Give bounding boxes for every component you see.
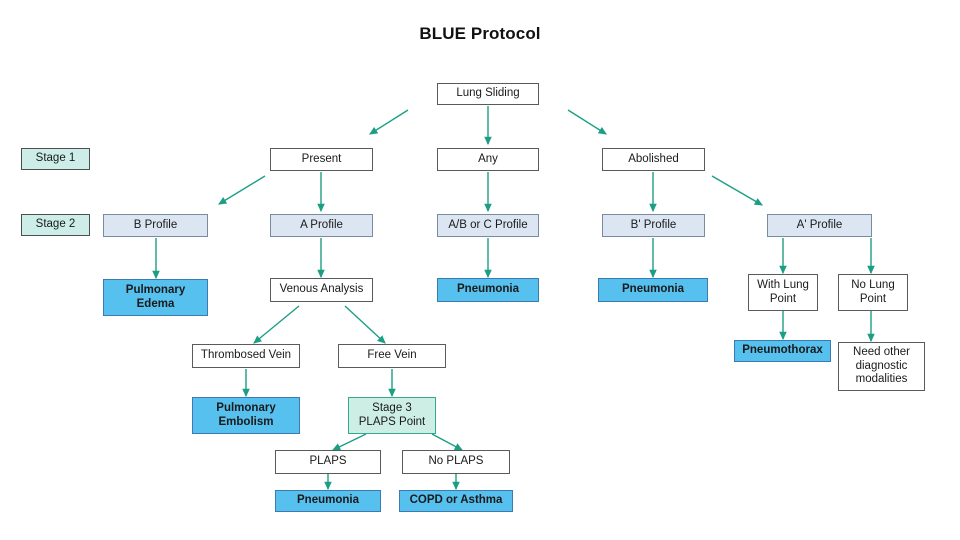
node-thrombosed-vein[interactable]: Thrombosed Vein — [192, 344, 300, 368]
stage-label-2: Stage 2 — [21, 214, 90, 236]
node-a-profile[interactable]: A Profile — [270, 214, 373, 237]
node-need-other-modalities[interactable]: Need other diagnostic modalities — [838, 342, 925, 391]
node-free-vein[interactable]: Free Vein — [338, 344, 446, 368]
edge-venousanalysis-freevein — [344, 305, 386, 344]
edge-present-bprofile — [218, 175, 266, 205]
node-pneumonia-plaps[interactable]: Pneumonia — [275, 490, 381, 512]
node-pneumonia-b-prime[interactable]: Pneumonia — [598, 278, 708, 302]
stage-label-1: Stage 1 — [21, 148, 90, 170]
node-copd-or-asthma[interactable]: COPD or Asthma — [399, 490, 513, 512]
node-stage-3-plaps-point[interactable]: Stage 3 PLAPS Point — [348, 397, 436, 434]
node-no-lung-point[interactable]: No Lung Point — [838, 274, 908, 311]
edge-abolished-aprime — [711, 175, 763, 206]
node-lung-sliding[interactable]: Lung Sliding — [437, 83, 539, 105]
edge-lungsliding-abolished — [567, 109, 607, 135]
edge-lungsliding-present — [369, 109, 409, 135]
edge-stage3-plaps — [331, 433, 367, 451]
node-pneumothorax[interactable]: Pneumothorax — [734, 340, 831, 362]
node-ab-or-c-profile[interactable]: A/B or C Profile — [437, 214, 539, 237]
page-title: BLUE Protocol — [419, 24, 541, 43]
node-with-lung-point[interactable]: With Lung Point — [748, 274, 818, 311]
node-any[interactable]: Any — [437, 148, 539, 171]
edge-stage3-noplaps — [431, 433, 463, 451]
node-b-profile[interactable]: B Profile — [103, 214, 208, 237]
node-pulmonary-embolism[interactable]: Pulmonary Embolism — [192, 397, 300, 434]
node-b-prime-profile[interactable]: B' Profile — [602, 214, 705, 237]
edge-venousanalysis-thrombosedvein — [253, 305, 300, 344]
node-venous-analysis[interactable]: Venous Analysis — [270, 278, 373, 302]
node-abolished[interactable]: Abolished — [602, 148, 705, 171]
node-no-plaps[interactable]: No PLAPS — [402, 450, 510, 474]
node-present[interactable]: Present — [270, 148, 373, 171]
node-a-prime-profile[interactable]: A' Profile — [767, 214, 872, 237]
node-plaps[interactable]: PLAPS — [275, 450, 381, 474]
node-pneumonia-c-profile[interactable]: Pneumonia — [437, 278, 539, 302]
node-pulmonary-edema[interactable]: Pulmonary Edema — [103, 279, 208, 316]
